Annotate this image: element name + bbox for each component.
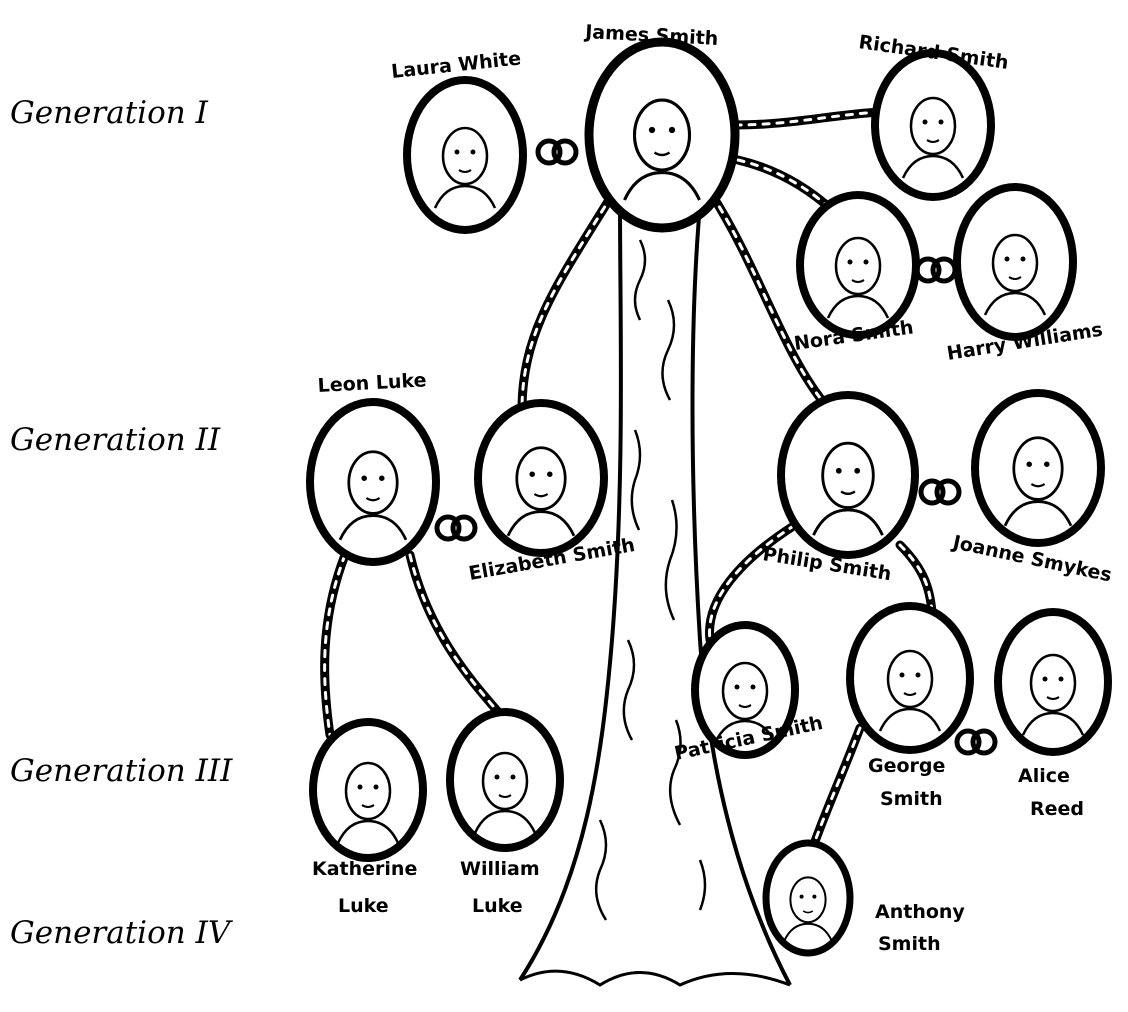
portrait-laura-white — [403, 76, 527, 234]
name-alice-reed-line2: Reed — [1030, 798, 1084, 820]
tree-trunk — [518, 204, 792, 987]
ring-george-alice — [954, 728, 998, 756]
name-george-smith-line1: George — [868, 755, 945, 777]
ring-leon-elizabeth — [434, 514, 478, 542]
portrait-philip-smith — [777, 391, 919, 559]
ring-nora-harry — [914, 256, 958, 284]
ring-laura-james — [535, 138, 579, 166]
name-katherine-luke-line1: Katherine — [312, 858, 417, 880]
portrait-elizabeth-smith — [474, 399, 608, 557]
name-george-smith-line2: Smith — [880, 788, 943, 810]
portrait-anthony-smith — [762, 839, 854, 957]
portrait-james-smith — [584, 37, 740, 233]
name-william-luke-line2: Luke — [472, 895, 523, 917]
portrait-nora-smith — [796, 191, 920, 339]
generation-label-2: Generation II — [10, 422, 221, 458]
name-katherine-luke-line2: Luke — [338, 895, 389, 917]
name-leon-luke: Leon Luke — [317, 369, 427, 397]
name-william-luke-line1: William — [460, 858, 540, 880]
portrait-alice-reed — [994, 608, 1112, 756]
portrait-william-luke — [446, 708, 564, 852]
portrait-leon-luke — [306, 398, 440, 566]
portrait-harry-williams — [953, 183, 1077, 341]
name-anthony-smith-line1: Anthony — [875, 901, 965, 923]
name-anthony-smith-line2: Smith — [878, 933, 941, 955]
portrait-richard-smith — [871, 49, 995, 201]
generation-label-1: Generation I — [10, 95, 208, 131]
portrait-patricia-smith — [691, 621, 799, 759]
portrait-george-smith — [846, 602, 974, 754]
generation-label-3: Generation III — [10, 753, 233, 789]
generation-label-4: Generation IV — [10, 915, 231, 951]
ring-philip-joanne — [918, 478, 962, 506]
portrait-katherine-luke — [309, 718, 427, 862]
name-james-smith: James Smith — [583, 21, 719, 50]
name-alice-reed-line1: Alice — [1018, 765, 1070, 787]
portrait-joanne-smykes — [971, 389, 1105, 547]
